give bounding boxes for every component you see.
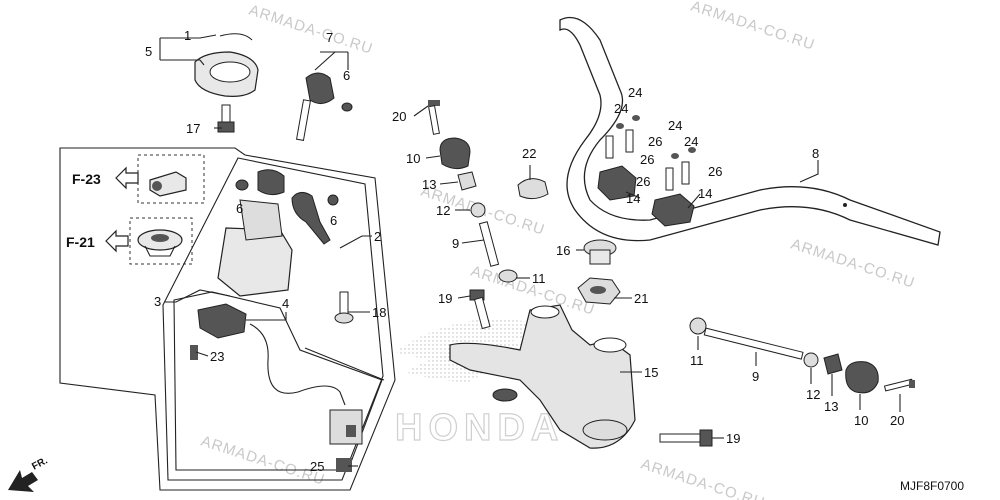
ref-box-f21[interactable] xyxy=(129,217,193,265)
leader-lines xyxy=(159,34,901,467)
part-label-11: 11 xyxy=(690,353,704,368)
ref-arrow-f21[interactable]: F-21 xyxy=(66,229,129,253)
part-nut-21 xyxy=(577,277,621,305)
left-arrow-icon xyxy=(105,229,129,253)
part-13-top xyxy=(457,171,477,191)
part-cover-5 xyxy=(194,33,259,97)
watermark-text: ARMADA-CO.RU xyxy=(789,236,917,292)
part-label-1: 1 xyxy=(184,28,191,43)
part-top-bridge-15 xyxy=(449,304,636,449)
part-12-right xyxy=(803,352,819,368)
watermark-text: ARMADA-CO.RU xyxy=(247,2,375,58)
part-label-13: 13 xyxy=(824,399,838,414)
diagram-code: MJF8F0700 xyxy=(900,479,964,493)
part-bolt-20-top xyxy=(428,100,440,135)
part-label-24: 24 xyxy=(668,118,682,133)
part-label-14: 14 xyxy=(626,191,640,206)
part-label-19: 19 xyxy=(726,431,740,446)
part-screw-18 xyxy=(334,291,354,324)
part-label-24: 24 xyxy=(628,85,642,100)
lock-cylinder-icon xyxy=(152,181,162,191)
front-marker-label: FR. xyxy=(30,455,50,472)
part-label-26: 26 xyxy=(708,164,722,179)
part-label-20: 20 xyxy=(890,413,904,428)
part-label-16: 16 xyxy=(556,243,570,258)
part-label-14: 14 xyxy=(698,186,712,201)
part-ignition-switch xyxy=(217,169,339,297)
part-screw-17 xyxy=(217,104,235,133)
ref-arrow-f23[interactable]: F-23 xyxy=(72,166,139,190)
part-label-18: 18 xyxy=(372,305,386,320)
part-bolt-19-left xyxy=(469,289,491,330)
part-key-7 xyxy=(295,72,353,141)
part-label-26: 26 xyxy=(640,152,654,167)
part-label-4: 4 xyxy=(282,296,289,311)
bolts-26-24 xyxy=(605,115,696,191)
part-label-20: 20 xyxy=(392,109,406,124)
part-label-19: 19 xyxy=(438,291,452,306)
part-cap-16 xyxy=(583,239,617,265)
part-label-22: 22 xyxy=(522,146,536,161)
part-bolt-19-bottom xyxy=(659,429,713,447)
front-marker: FR. xyxy=(8,455,50,492)
part-label-5: 5 xyxy=(145,44,152,59)
part-label-26: 26 xyxy=(636,174,650,189)
part-holder-14-lower xyxy=(651,193,695,227)
part-12-top xyxy=(470,202,486,218)
part-label-24: 24 xyxy=(614,101,628,116)
part-bolt-20-right xyxy=(883,378,915,392)
part-label-10: 10 xyxy=(854,413,868,428)
part-9-top xyxy=(478,221,500,267)
part-label-6: 6 xyxy=(343,68,350,83)
part-weight-10-top xyxy=(439,137,471,170)
part-label-17: 17 xyxy=(186,121,200,136)
part-handlebar-8 xyxy=(559,16,941,246)
brand-watermark: HONDA xyxy=(395,407,564,449)
part-label-9: 9 xyxy=(452,236,459,251)
honda-wing-watermark: HONDA xyxy=(394,319,565,450)
part-label-6: 6 xyxy=(236,201,243,216)
part-label-21: 21 xyxy=(634,291,648,306)
watermark-text: ARMADA-CO.RU xyxy=(639,456,767,500)
part-label-2: 2 xyxy=(374,229,381,244)
part-label-26: 26 xyxy=(648,134,662,149)
part-label-11: 11 xyxy=(532,271,546,286)
part-13-right xyxy=(823,353,843,375)
part-label-12: 12 xyxy=(436,203,450,218)
part-label-3: 3 xyxy=(154,294,161,309)
part-number-labels: 1 5 7 6 17 6 6 2 3 4 18 23 25 20 10 13 1… xyxy=(145,28,904,474)
part-label-13: 13 xyxy=(422,177,436,192)
ref-label-f21: F-21 xyxy=(66,234,95,250)
part-label-6: 6 xyxy=(330,213,337,228)
part-sensor-4 xyxy=(190,303,363,472)
part-11-top xyxy=(498,269,518,283)
part-label-10: 10 xyxy=(406,151,420,166)
part-label-8: 8 xyxy=(812,146,819,161)
watermark-text: ARMADA-CO.RU xyxy=(689,0,817,54)
part-label-15: 15 xyxy=(644,365,658,380)
part-label-12: 12 xyxy=(806,387,820,402)
part-weight-10-right xyxy=(845,361,879,394)
part-11-right xyxy=(689,317,707,335)
ref-label-f23: F-23 xyxy=(72,171,101,187)
part-label-23: 23 xyxy=(210,349,224,364)
part-label-9: 9 xyxy=(752,369,759,384)
part-9-right xyxy=(703,327,804,360)
part-label-25: 25 xyxy=(310,459,324,474)
part-22 xyxy=(517,178,549,200)
ref-box-f23[interactable] xyxy=(137,154,205,204)
part-label-7: 7 xyxy=(326,30,333,45)
part-label-24: 24 xyxy=(684,134,698,149)
left-arrow-icon xyxy=(115,166,139,190)
